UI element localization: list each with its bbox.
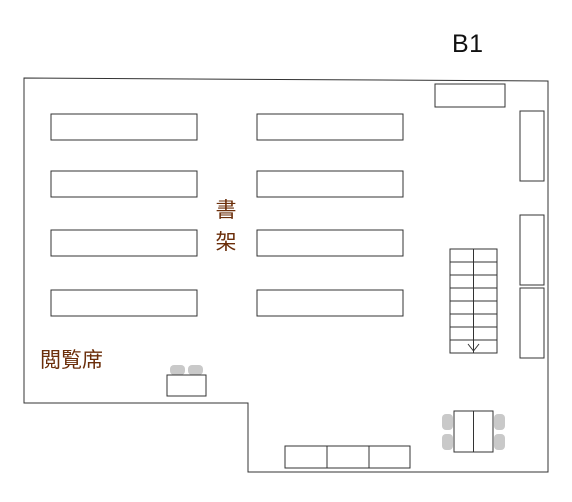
- staircase[interactable]: [449, 248, 498, 354]
- bookshelf-left-2[interactable]: [50, 170, 198, 198]
- reading-desk-small[interactable]: [166, 365, 207, 397]
- bookshelves-label-char: 書: [215, 198, 237, 222]
- wall-shelf-right-3: [519, 287, 545, 359]
- chair-icon: [442, 434, 453, 450]
- bookshelf-left-3[interactable]: [50, 229, 198, 257]
- floor-label: B1: [452, 30, 484, 58]
- bookshelf-right-3[interactable]: [256, 229, 404, 257]
- wall-shelf-right-1: [519, 110, 545, 182]
- bookshelf-right-1[interactable]: [256, 113, 404, 141]
- chair-icon: [188, 365, 203, 375]
- counter-bottom: [284, 445, 411, 469]
- wall-shelf-right-2: [519, 214, 545, 286]
- chair-icon: [494, 414, 505, 430]
- chair-icon: [494, 434, 505, 450]
- chair-icon: [170, 365, 185, 375]
- bookshelf-left-1[interactable]: [50, 113, 198, 141]
- bookshelves-label-char: 架: [215, 230, 237, 254]
- bookshelf-right-4[interactable]: [256, 289, 404, 317]
- floor-outline: [23, 77, 549, 473]
- bookshelf-left-4[interactable]: [50, 289, 198, 317]
- bookshelf-right-2[interactable]: [256, 170, 404, 198]
- counter-top-right: [434, 83, 506, 108]
- bookshelves-label: 書 架: [214, 194, 238, 258]
- reading-table-four-seat[interactable]: [442, 410, 505, 453]
- chair-icon: [442, 414, 453, 430]
- stairs-down-arrow-icon: [467, 343, 480, 352]
- reading-seats-label: 閲覧席: [40, 348, 103, 372]
